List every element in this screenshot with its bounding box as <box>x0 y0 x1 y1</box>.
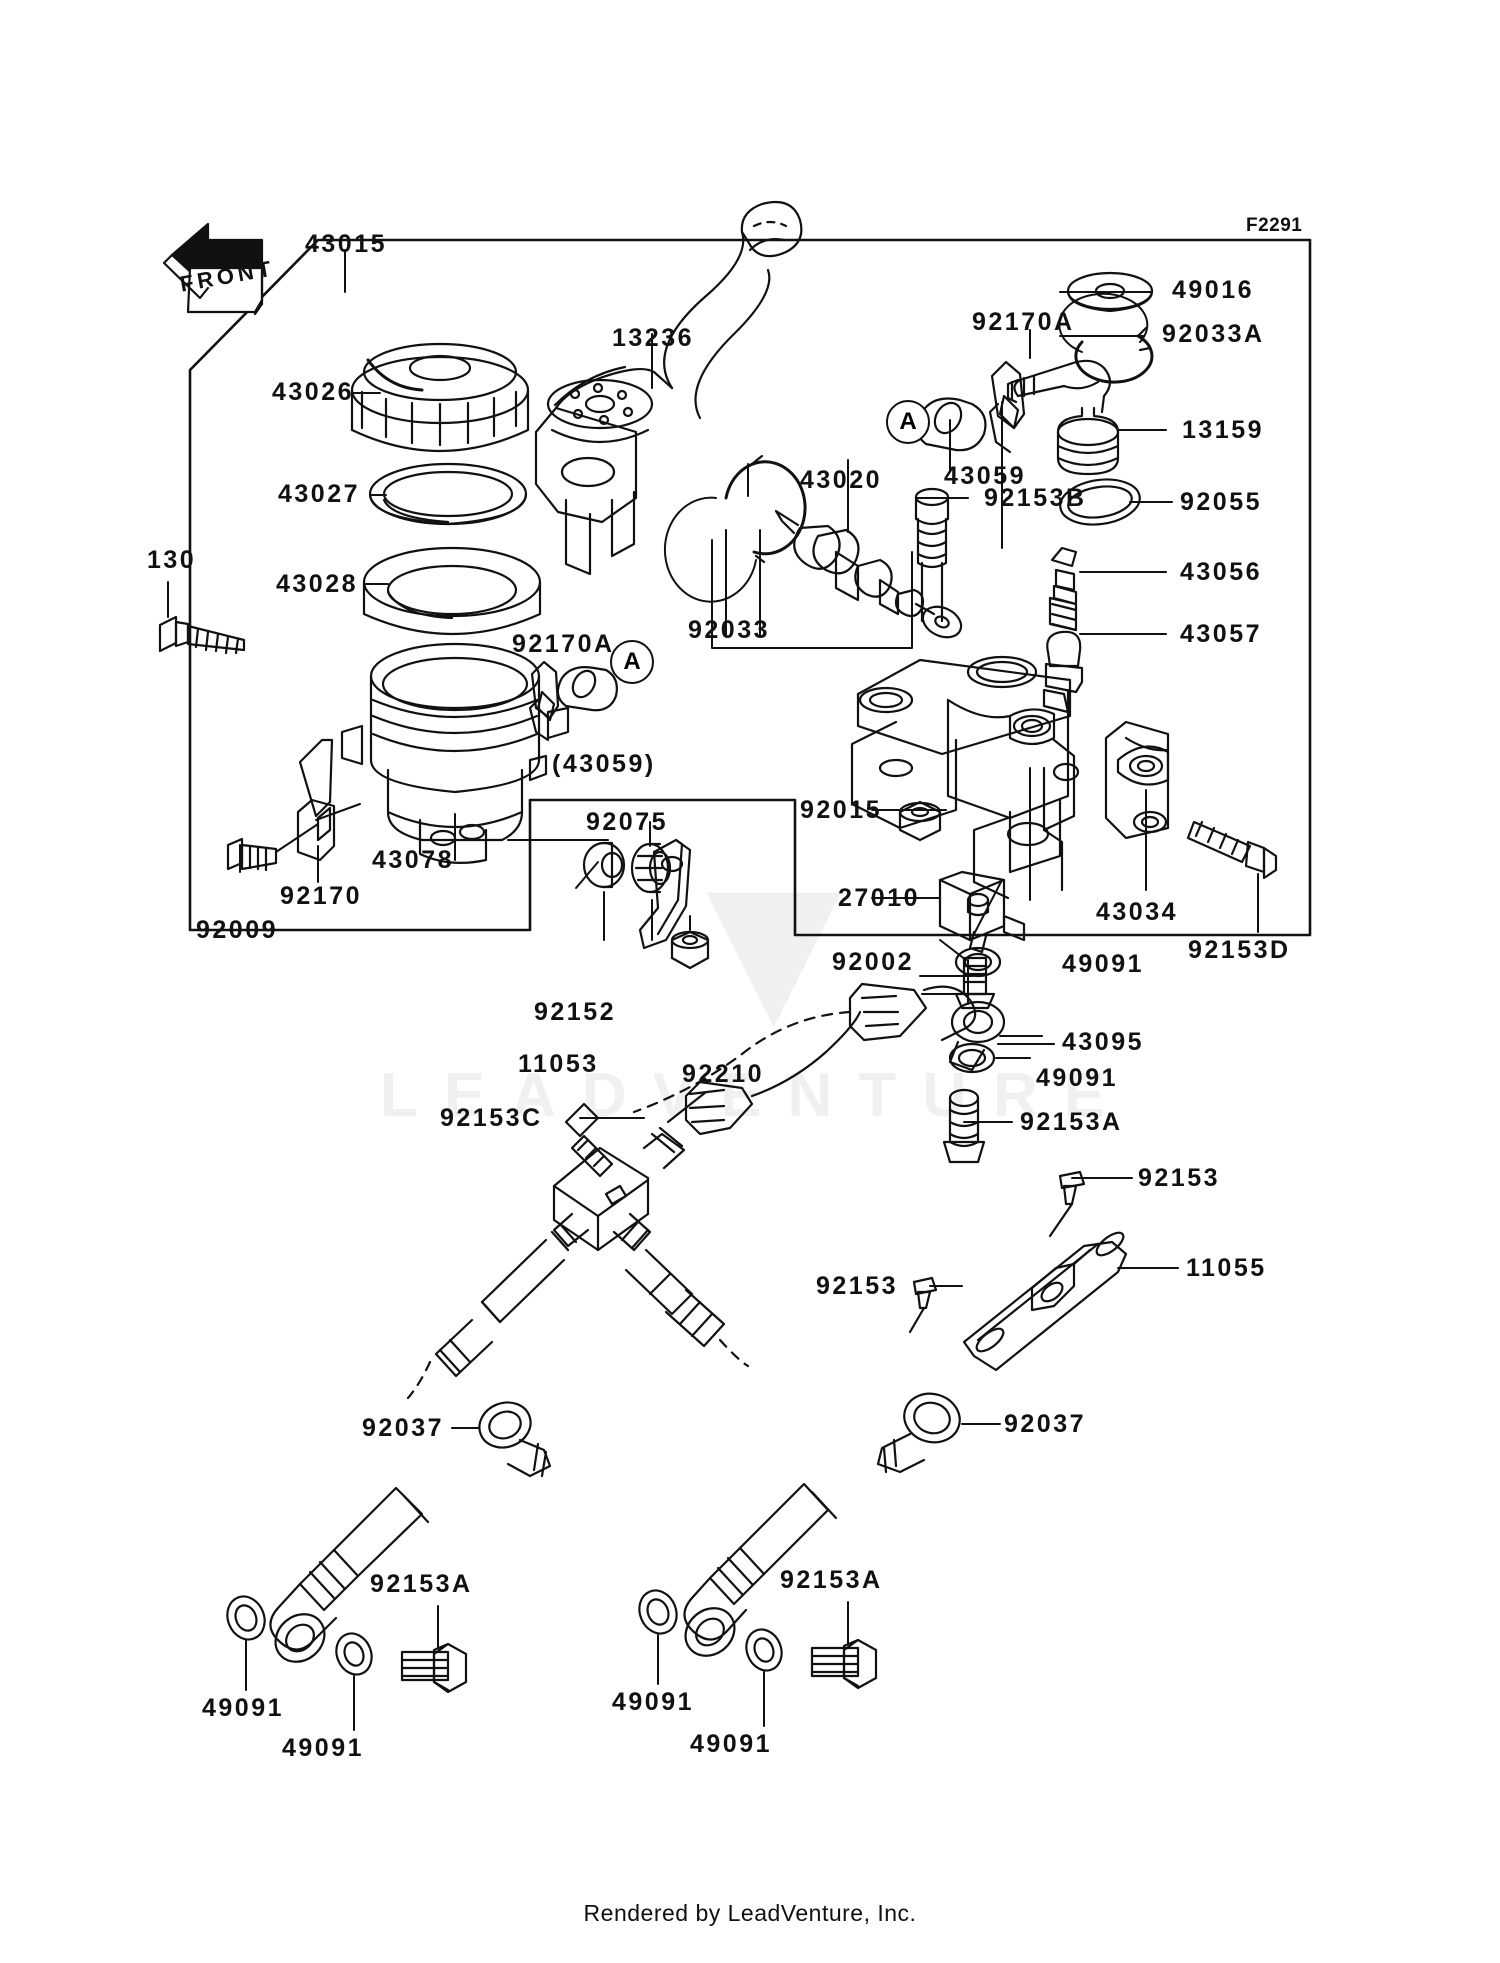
washer-49091-upper <box>954 946 1002 978</box>
clamp-92170A-right <box>988 360 1026 454</box>
screw-92009 <box>226 837 278 872</box>
nut-92210 <box>670 930 710 970</box>
clamp-92037-right <box>876 1392 961 1474</box>
piston-kit-43020 <box>774 509 963 639</box>
label-43015[interactable]: 43015 <box>305 230 388 258</box>
master-cylinder-body-43078 <box>340 642 570 864</box>
screw-92153-upper <box>1048 1170 1086 1238</box>
label-43026[interactable]: 43026 <box>272 378 355 406</box>
label-92153A-upper[interactable]: 92153A <box>1020 1108 1123 1136</box>
label-49091-bl1[interactable]: 49091 <box>202 1694 285 1722</box>
screw-92153-lower <box>908 1276 938 1334</box>
label-92002[interactable]: 92002 <box>832 948 915 976</box>
bolt-130 <box>158 615 246 655</box>
callout-a-right: A <box>886 400 930 444</box>
label-92153-lower[interactable]: 92153 <box>816 1272 899 1300</box>
label-49091-br2[interactable]: 49091 <box>690 1730 773 1758</box>
clamp-92170 <box>296 738 336 862</box>
washer-49091-lower <box>948 1042 996 1074</box>
label-92033A[interactable]: 92033A <box>1162 320 1265 348</box>
label-11053[interactable]: 11053 <box>518 1050 599 1078</box>
footer-credit: Rendered by LeadVenture, Inc. <box>583 1900 917 1926</box>
label-49091-br1[interactable]: 49091 <box>612 1688 695 1716</box>
circlip-92033 <box>663 454 807 603</box>
bleed-valve-43056 <box>1048 546 1078 632</box>
label-49091-lower[interactable]: 49091 <box>1036 1064 1119 1092</box>
brake-hose-crossing <box>406 1010 862 1400</box>
brake-line-bottom-left <box>226 1486 430 1676</box>
label-92152[interactable]: 92152 <box>534 998 617 1026</box>
joint-13159 <box>1006 359 1120 476</box>
sheet-code: F2291 <box>1246 215 1303 236</box>
bracket-11055 <box>962 1231 1128 1372</box>
holder-43034 <box>1104 720 1170 840</box>
label-27010[interactable]: 27010 <box>838 884 921 912</box>
bolt-92153C <box>564 1102 614 1178</box>
diaphragm-43028 <box>362 546 542 636</box>
label-92037-left[interactable]: 92037 <box>362 1414 445 1442</box>
label-92170A-right[interactable]: 92170A <box>972 308 1075 336</box>
label-92153B[interactable]: 92153B <box>984 484 1087 512</box>
hose-43059-right <box>915 397 987 452</box>
label-11055[interactable]: 11055 <box>1186 1254 1267 1282</box>
label-13159[interactable]: 13159 <box>1182 416 1265 444</box>
bolt-92153D <box>1186 820 1278 880</box>
label-92153-upper[interactable]: 92153 <box>1138 1164 1221 1192</box>
label-43095[interactable]: 43095 <box>1062 1028 1145 1056</box>
bolt-92153B <box>914 487 950 623</box>
label-43059-left[interactable]: (43059) <box>552 750 656 778</box>
label-49016[interactable]: 49016 <box>1172 276 1255 304</box>
clamp-92037-left <box>478 1401 552 1478</box>
clamp-92170A-left <box>528 660 560 742</box>
label-92009[interactable]: 92009 <box>196 916 279 944</box>
label-43034[interactable]: 43034 <box>1096 898 1179 926</box>
label-13236[interactable]: 13236 <box>612 324 695 352</box>
switch-27010 <box>938 870 1026 954</box>
nut-92015 <box>898 800 942 842</box>
label-43027[interactable]: 43027 <box>278 480 361 508</box>
front-arrow-marker <box>162 222 264 316</box>
label-92153A-br[interactable]: 92153A <box>780 1566 883 1594</box>
bolt-92153A-bottom-right <box>810 1638 878 1690</box>
label-92055[interactable]: 92055 <box>1180 488 1263 516</box>
label-92153C[interactable]: 92153C <box>440 1104 543 1132</box>
label-92170A-left[interactable]: 92170A <box>512 630 615 658</box>
label-92153A-bl[interactable]: 92153A <box>370 1570 473 1598</box>
bolt-92153A-bottom-left <box>400 1642 468 1694</box>
cap-43057 <box>1042 630 1084 714</box>
label-92037-right[interactable]: 92037 <box>1004 1410 1087 1438</box>
callout-a-left: A <box>610 640 654 684</box>
bolt-92153A-upper <box>942 1088 986 1164</box>
label-92210[interactable]: 92210 <box>682 1060 765 1088</box>
diaphragm-plate-43027 <box>368 462 528 526</box>
label-43057[interactable]: 43057 <box>1180 620 1263 648</box>
cylinder-casting <box>850 655 1080 900</box>
label-49091-bl2[interactable]: 49091 <box>282 1734 365 1762</box>
label-43059-right[interactable]: 43059 <box>944 462 1027 490</box>
label-43028[interactable]: 43028 <box>276 570 359 598</box>
label-92075[interactable]: 92075 <box>586 808 669 836</box>
lever-knurl <box>569 382 634 426</box>
reservoir-cap-43026 <box>350 342 530 453</box>
hose-43059-left <box>556 666 618 712</box>
label-49091-upper[interactable]: 49091 <box>1062 950 1145 978</box>
label-130[interactable]: 130 <box>147 546 197 574</box>
label-92015[interactable]: 92015 <box>800 796 883 824</box>
label-92033[interactable]: 92033 <box>688 616 771 644</box>
brake-lever-13236 <box>534 200 803 576</box>
group-boundary-43015 <box>188 238 1312 937</box>
leader-lines <box>167 249 1259 1731</box>
label-43078[interactable]: 43078 <box>372 846 455 874</box>
label-92153D[interactable]: 92153D <box>1188 936 1291 964</box>
collar-92152 <box>582 841 626 889</box>
label-92170[interactable]: 92170 <box>280 882 363 910</box>
label-43020[interactable]: 43020 <box>800 466 883 494</box>
oring-92055 <box>1059 478 1141 526</box>
brake-hose-upper <box>632 982 1006 1114</box>
label-43056[interactable]: 43056 <box>1180 558 1263 586</box>
brake-line-bottom-right <box>638 1482 838 1672</box>
